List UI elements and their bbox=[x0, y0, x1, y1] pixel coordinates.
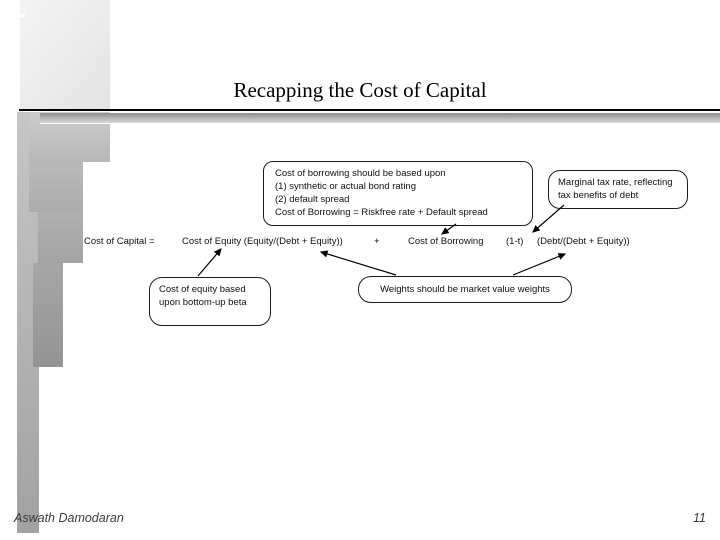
left-decoration-column bbox=[17, 112, 39, 533]
formula-plus-sign: + bbox=[374, 236, 380, 247]
callout-tax-note: Marginal tax rate, reflecting tax benefi… bbox=[548, 170, 688, 209]
formula-debt-weight-term: (Debt/(Debt + Equity)) bbox=[537, 236, 630, 247]
title-divider-line bbox=[19, 109, 720, 111]
arrow-weights-note-to-debt-weight bbox=[512, 253, 567, 276]
left-decoration-step-2 bbox=[29, 162, 83, 212]
formula-equity-term: Cost of Equity (Equity/(Debt + Equity)) bbox=[182, 236, 343, 247]
page-number: 11 bbox=[693, 511, 706, 525]
arrow-tax-note-to-formula bbox=[532, 204, 565, 233]
borrowing-note-line: Cost of borrowing should be based upon bbox=[275, 168, 446, 179]
borrowing-note-line: (1) synthetic or actual bond rating bbox=[275, 181, 416, 192]
arrow-equity-note-to-formula bbox=[197, 248, 222, 277]
left-decoration-top-block bbox=[20, 0, 110, 110]
left-decoration-step-3 bbox=[38, 212, 83, 263]
formula-tax-term: (1-t) bbox=[506, 236, 524, 247]
borrowing-note-line: (2) default spread bbox=[275, 194, 350, 205]
footer-author: Aswath Damodaran bbox=[14, 511, 124, 525]
formula-borrowing-term: Cost of Borrowing bbox=[408, 236, 484, 247]
left-decoration-step-4 bbox=[33, 263, 63, 367]
title-divider-bar bbox=[40, 113, 720, 124]
formula-lhs: Cost of Capital = bbox=[84, 236, 155, 247]
slide-title: Recapping the Cost of Capital bbox=[233, 78, 487, 102]
callout-equity-note: Cost of equity based upon bottom-up beta bbox=[149, 277, 271, 326]
callout-borrowing-note: Cost of borrowing should be based upon (… bbox=[263, 161, 533, 226]
left-decoration-white-dash bbox=[14, 14, 25, 17]
callout-weights-note: Weights should be market value weights bbox=[358, 276, 572, 303]
borrowing-note-line: Cost of Borrowing = Riskfree rate + Defa… bbox=[275, 207, 488, 218]
arrow-weights-note-to-equity-weight bbox=[319, 250, 397, 276]
